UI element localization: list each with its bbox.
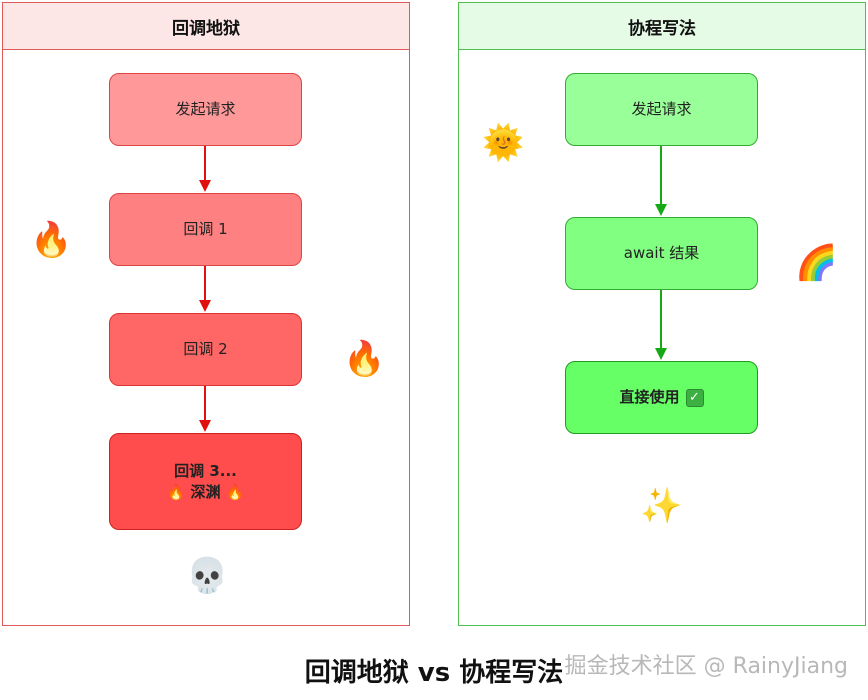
right-node-request-label: 发起请求 — [631, 100, 692, 118]
right-node-use-directly[interactable]: 直接使用 ✓ — [565, 361, 758, 434]
callback-hell-panel: 回调地狱 — [2, 2, 410, 626]
sparkles-icon: ✨ — [640, 486, 683, 526]
footer-title: 回调地狱 vs 协程写法 — [304, 658, 564, 688]
coroutine-title: 协程写法 — [459, 3, 865, 50]
watermark: 掘金技术社区 @ RainyJiang — [564, 654, 848, 679]
right-node-request[interactable]: 发起请求 — [565, 73, 758, 146]
right-node-await-label: await 结果 — [623, 244, 700, 262]
right-node-use-directly-label: 直接使用 — [619, 388, 680, 406]
checkmark-icon: ✓ — [685, 388, 704, 407]
sun-burst-icon: 🌞 — [482, 123, 525, 163]
rainbow-icon: 🌈 — [795, 243, 838, 283]
left-node-callback-3-line2: 🔥 深渊 🔥 — [166, 482, 245, 501]
left-node-callback-1-label: 回调 1 — [183, 220, 228, 238]
left-node-callback-3-line1: 回调 3... — [174, 461, 237, 480]
fire-icon-2: 🔥 — [343, 339, 386, 379]
left-node-request-label: 发起请求 — [175, 100, 236, 118]
left-node-callback-2[interactable]: 回调 2 — [109, 313, 302, 386]
fire-icon: 🔥 — [30, 220, 73, 260]
right-node-await[interactable]: await 结果 — [565, 217, 758, 290]
coroutine-panel: 协程写法 — [458, 2, 866, 626]
right-node-use-directly-row: 直接使用 ✓ — [619, 387, 704, 408]
callback-hell-title: 回调地狱 — [3, 3, 409, 50]
skull-icon: 💀 — [186, 556, 229, 596]
left-node-callback-2-label: 回调 2 — [183, 340, 228, 358]
left-node-request[interactable]: 发起请求 — [109, 73, 302, 146]
left-node-callback-3[interactable]: 回调 3... 🔥 深渊 🔥 — [109, 433, 302, 530]
left-node-callback-1[interactable]: 回调 1 — [109, 193, 302, 266]
